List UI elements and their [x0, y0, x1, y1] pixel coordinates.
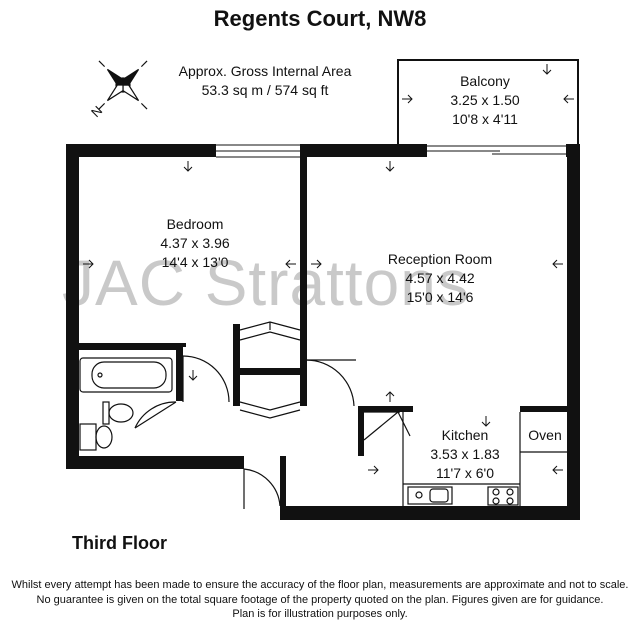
- room-name: Kitchen: [441, 427, 489, 443]
- kitchen-fixtures: [402, 412, 567, 506]
- interior-walls: [79, 144, 567, 456]
- gross-area-value: 53.3 sq m / 574 sq ft: [201, 82, 329, 98]
- room-name: Bedroom: [166, 216, 224, 232]
- dimension-arrows: [83, 64, 574, 475]
- disclaimer-line: Plan is for illustration purposes only.: [232, 608, 408, 620]
- gross-area-label: Approx. Gross Internal Area: [178, 63, 352, 79]
- bedroom-window: [216, 144, 300, 158]
- room-name: Reception Room: [387, 251, 493, 267]
- balcony-outline: [397, 59, 579, 146]
- room-imperial: 10'8 x 4'11: [452, 111, 518, 127]
- room-imperial: 14'4 x 13'0: [161, 254, 229, 270]
- room-reception: Reception Room 4.57 x 4.42 15'0 x 14'6: [360, 250, 520, 307]
- room-balcony: Balcony 3.25 x 1.50 10'8 x 4'11: [420, 72, 550, 129]
- room-imperial: 11'7 x 6'0: [435, 465, 495, 481]
- room-bedroom: Bedroom 4.37 x 3.96 14'4 x 13'0: [130, 215, 260, 272]
- bathroom-fixtures: [79, 357, 173, 451]
- disclaimer: Whilst every attempt has been made to en…: [0, 578, 640, 622]
- watermark: JAC Strattons: [62, 247, 470, 319]
- compass-rose: [98, 60, 148, 110]
- floor-label: Third Floor: [72, 533, 167, 553]
- oven-label: Oven: [528, 427, 562, 443]
- room-kitchen: Kitchen 3.53 x 1.83 11'7 x 6'0: [410, 426, 520, 483]
- balcony-door: [427, 145, 566, 155]
- room-name: Balcony: [460, 73, 510, 89]
- room-metric: 3.25 x 1.50: [450, 92, 520, 108]
- room-metric: 4.37 x 3.96: [160, 235, 230, 251]
- gross-area: Approx. Gross Internal Area 53.3 sq m / …: [150, 62, 380, 100]
- wardrobe: [239, 321, 301, 419]
- outer-walls: [66, 144, 580, 520]
- room-metric: 3.53 x 1.83: [430, 446, 500, 462]
- room-metric: 4.57 x 4.42: [405, 270, 475, 286]
- page-title: Regents Court, NW8: [213, 6, 427, 31]
- disclaimer-line: Whilst every attempt has been made to en…: [11, 579, 629, 591]
- doors: [134, 355, 411, 509]
- room-imperial: 15'0 x 14'6: [406, 289, 474, 305]
- disclaimer-line: No guarantee is given on the total squar…: [36, 593, 604, 606]
